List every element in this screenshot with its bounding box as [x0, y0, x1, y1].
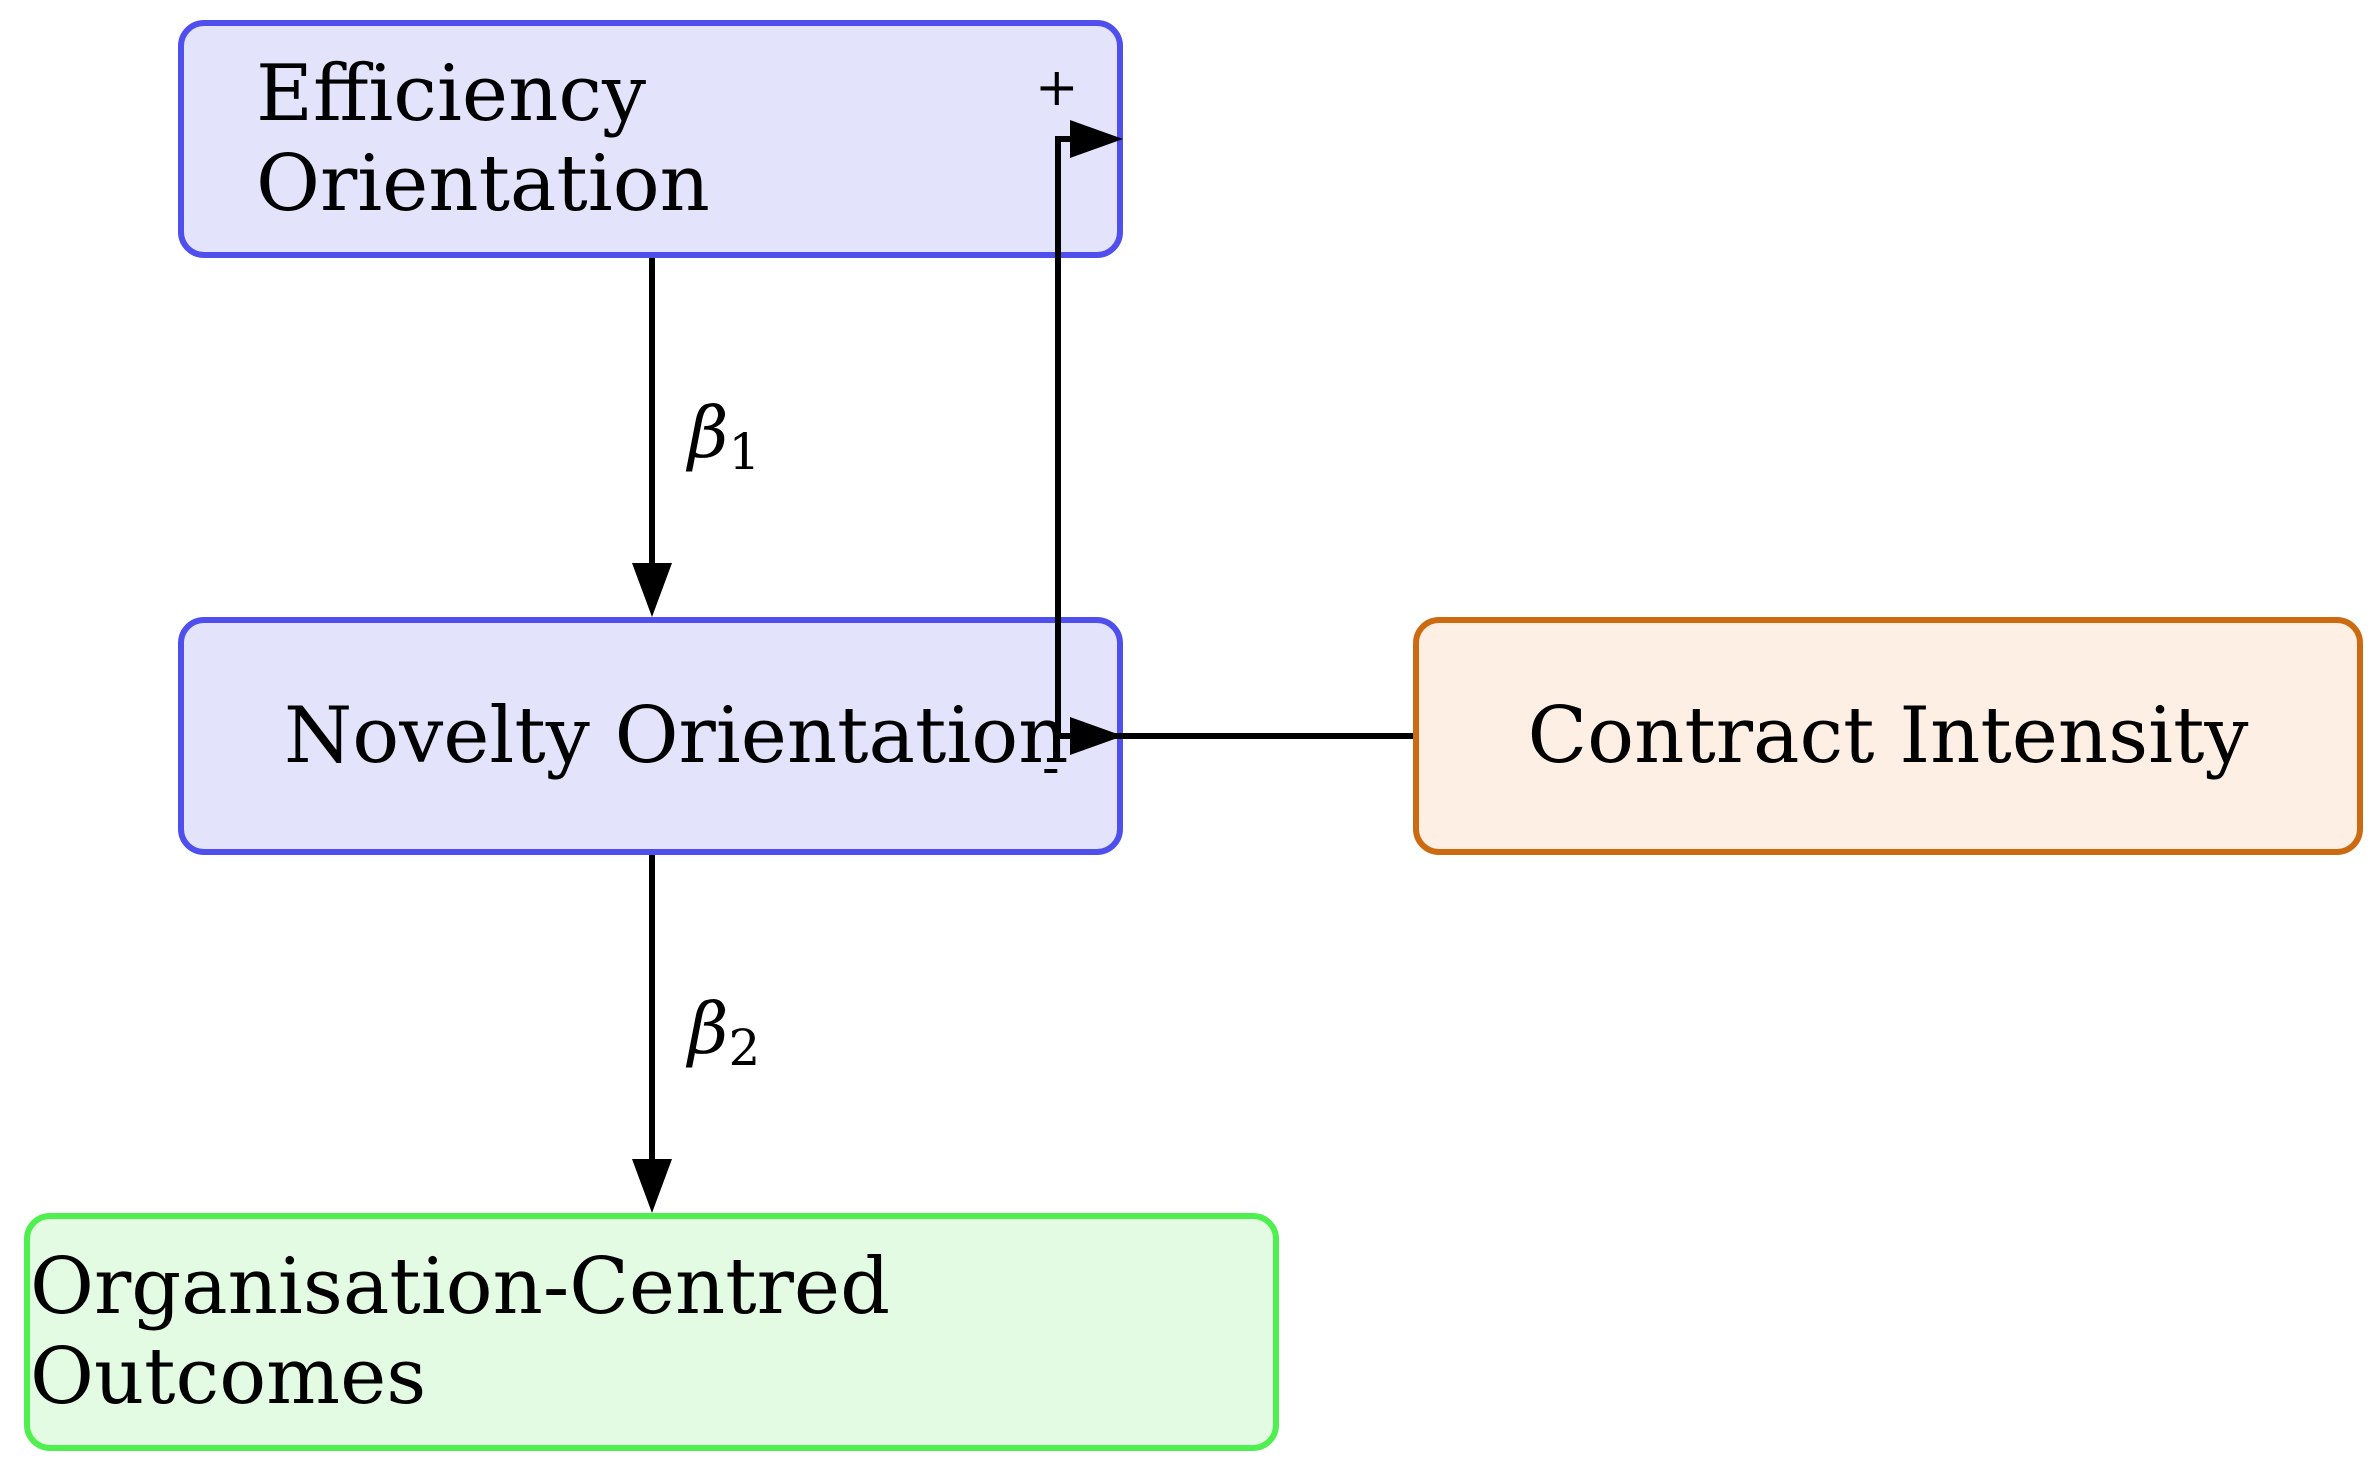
efficiency-orientation-node: Efficiency Orientation: [178, 20, 1123, 258]
arrowhead-novelty-to-outcomes: [632, 1159, 672, 1213]
edge-contract-to-efficiency: [1055, 136, 1070, 739]
efficiency-orientation-label: Efficiency Orientation: [256, 49, 710, 229]
arrowhead-efficiency-to-novelty: [632, 563, 672, 617]
beta1-label: β1: [688, 392, 761, 481]
arrowhead-contract-to-novelty: [1070, 717, 1123, 755]
plus-sign-label: +: [1035, 58, 1079, 118]
beta2-label: β2: [688, 988, 761, 1077]
contract-intensity-label: Contract Intensity: [1527, 691, 2249, 781]
novelty-orientation-label: Novelty Orientation: [284, 691, 1069, 781]
contract-intensity-node: Contract Intensity: [1413, 617, 2363, 855]
organisation-centred-outcomes-label: Organisation-Centred Outcomes: [30, 1242, 891, 1422]
organisation-centred-outcomes-node: Organisation-Centred Outcomes: [24, 1213, 1279, 1451]
minus-sign-label: -: [1042, 738, 1060, 798]
arrowhead-contract-to-efficiency: [1070, 120, 1123, 158]
